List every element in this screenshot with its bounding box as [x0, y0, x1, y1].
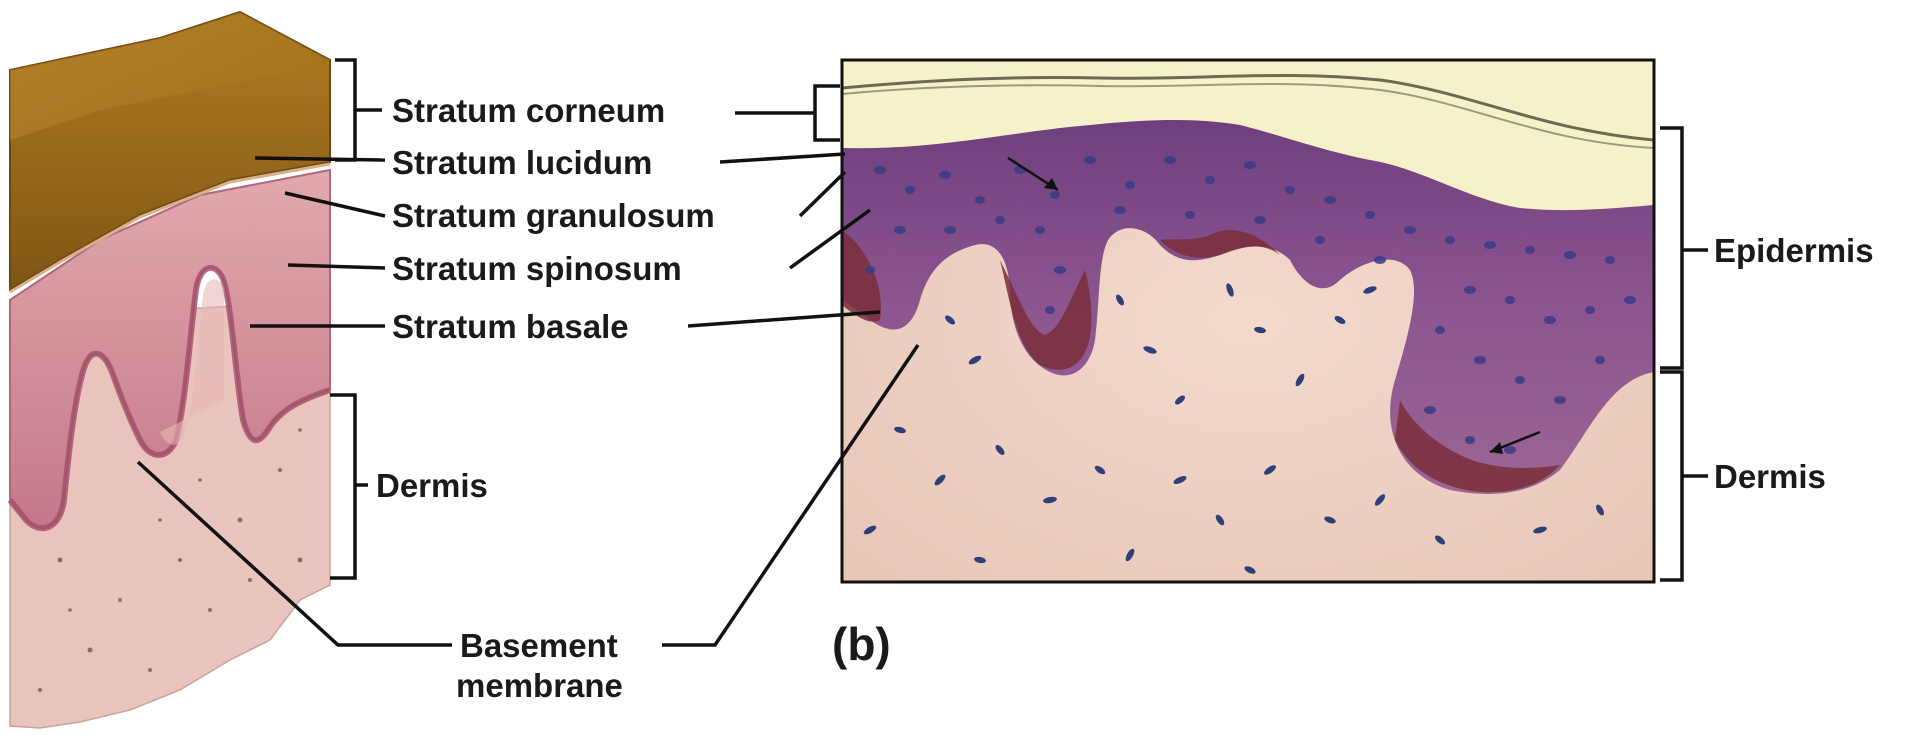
stratum-corneum-bracket	[335, 60, 382, 160]
label-basement-line2: membrane	[456, 667, 623, 704]
dermis-right-bracket	[1660, 372, 1708, 580]
panel-letter-b: (b)	[832, 618, 891, 670]
label-epidermis-right: Epidermis	[1714, 232, 1874, 269]
skin-block-illustration	[10, 12, 330, 728]
label-stratum-basale: Stratum basale	[392, 308, 629, 345]
left-brackets	[330, 60, 382, 578]
label-stratum-spinosum: Stratum spinosum	[392, 250, 682, 287]
micrograph-panel	[842, 60, 1654, 582]
label-dermis-left: Dermis	[376, 467, 488, 504]
label-stratum-corneum: Stratum corneum	[392, 92, 665, 129]
dermis-left-bracket	[330, 395, 368, 578]
label-stratum-granulosum: Stratum granulosum	[392, 197, 715, 234]
label-dermis-right: Dermis	[1714, 458, 1826, 495]
micrograph-corneum-bracket	[735, 86, 840, 140]
label-stratum-lucidum: Stratum lucidum	[392, 144, 652, 181]
epidermis-bracket	[1660, 128, 1708, 368]
label-basement-line1: Basement	[460, 627, 618, 664]
